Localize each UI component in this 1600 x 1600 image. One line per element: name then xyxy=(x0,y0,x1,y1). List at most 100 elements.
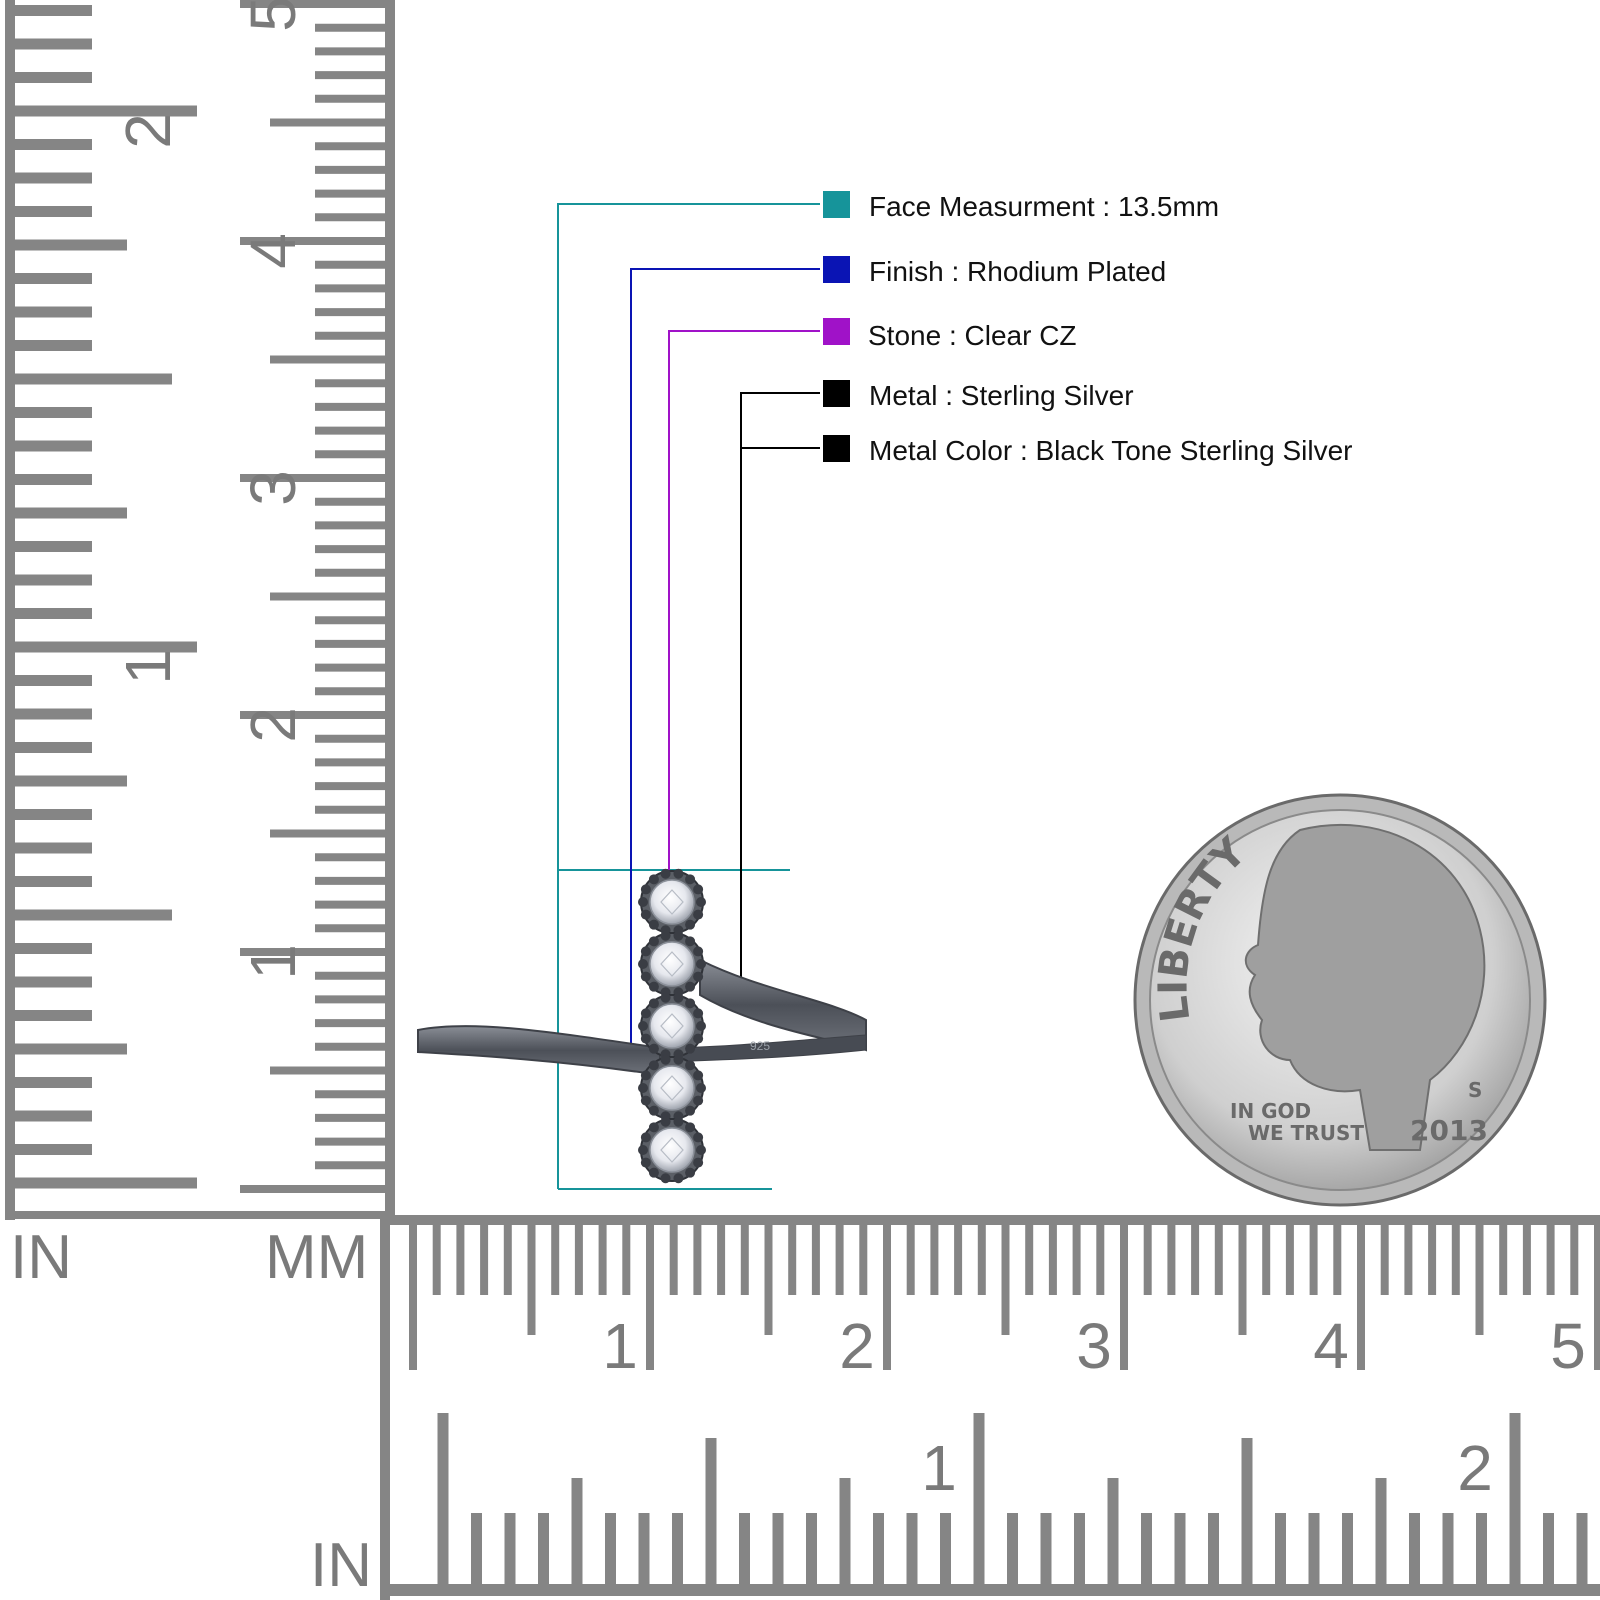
bezel-bead xyxy=(648,1060,659,1071)
ruler-bottom-mm-label: 1 xyxy=(602,1310,638,1382)
cz-stone xyxy=(649,1127,695,1173)
ruler-bottom-in-label: 1 xyxy=(921,1432,957,1504)
stone-facet xyxy=(660,951,684,977)
ruler-bottom-mm-label: 4 xyxy=(1313,1310,1349,1382)
cz-stone xyxy=(649,1065,695,1111)
ruler-bottom-in-label: 2 xyxy=(1457,1432,1493,1504)
coin-motto-line2: WE TRUST xyxy=(1248,1121,1364,1145)
bezel-bead xyxy=(640,1033,651,1044)
bezel-bead xyxy=(693,946,704,957)
bezel-bead xyxy=(693,1157,704,1168)
bezel-bead xyxy=(660,992,671,1003)
ruler-unit-in-left: IN xyxy=(10,1223,72,1292)
bezel-bead xyxy=(673,868,684,879)
metal-color-swatch xyxy=(823,435,850,462)
bezel-bead xyxy=(640,1008,651,1019)
ruler-left-mm-label: 5 xyxy=(237,0,309,32)
bezel-bead xyxy=(660,1054,671,1065)
bezel-bead xyxy=(648,919,659,930)
ruler-left-mm-label: 3 xyxy=(237,470,309,506)
ruler-unit-mm: MM xyxy=(265,1223,369,1292)
metal-swatch xyxy=(823,380,850,407)
bezel-bead xyxy=(693,1132,704,1143)
bezel-bead xyxy=(696,1145,706,1155)
bezel-bead xyxy=(640,909,651,920)
ring-band-shank xyxy=(659,1034,867,1063)
coin-mint-mark: S xyxy=(1468,1078,1482,1102)
bezel-bead xyxy=(696,1083,706,1093)
ruler-unit-in-bottom: IN xyxy=(310,1531,372,1600)
stone-facet xyxy=(660,1013,684,1039)
bezel-bead xyxy=(685,1167,696,1178)
bezel-bead xyxy=(648,1167,659,1178)
metal-color-label: Metal Color : Black Tone Sterling Silver xyxy=(869,435,1353,466)
bezel-bead xyxy=(638,897,648,907)
bezel-bead xyxy=(660,1173,671,1184)
bezel-bead xyxy=(685,1043,696,1054)
bezel-bead xyxy=(693,1008,704,1019)
bezel-bead xyxy=(638,1021,648,1031)
bezel-bead xyxy=(648,998,659,1009)
bezel-bead xyxy=(673,1116,684,1127)
bezel-bead xyxy=(640,1157,651,1168)
stone-label: Stone : Clear CZ xyxy=(868,320,1077,351)
face-measurement-label: Face Measurment : 13.5mm xyxy=(869,191,1220,222)
cz-stone xyxy=(649,941,695,987)
stone-facet xyxy=(660,1075,684,1101)
stone-facet xyxy=(660,889,684,915)
bezel-bead xyxy=(673,1173,684,1184)
bezel-bead xyxy=(640,946,651,957)
finish-leader xyxy=(630,268,820,1050)
bezel-bead xyxy=(648,1105,659,1116)
ring: 925 xyxy=(417,868,867,1184)
cz-stone xyxy=(649,879,695,925)
stone-swatch xyxy=(823,318,850,345)
bezel-bead xyxy=(693,909,704,920)
bezel-bead xyxy=(640,1132,651,1143)
bezel-bead xyxy=(685,998,696,1009)
bezel-bead xyxy=(648,1122,659,1133)
stone-column xyxy=(638,868,706,1184)
bezel-bead xyxy=(685,1060,696,1071)
bezel-bead xyxy=(673,1054,684,1065)
bezel-bead xyxy=(673,992,684,1003)
bezel-bead xyxy=(693,1070,704,1081)
finish-label: Finish : Rhodium Plated xyxy=(869,256,1167,287)
stone-facet xyxy=(660,1137,684,1163)
ring-stamp: 925 xyxy=(750,1039,770,1053)
ruler-bottom-mm-label: 5 xyxy=(1550,1310,1586,1382)
bezel-bead xyxy=(648,874,659,885)
coin-motto-line1: IN GOD xyxy=(1230,1099,1311,1123)
spec-leader-lines xyxy=(557,203,820,1190)
bezel-bead xyxy=(693,884,704,895)
bezel-bead xyxy=(685,1105,696,1116)
stone-leader xyxy=(668,330,820,900)
coin-year: 2013 xyxy=(1410,1114,1488,1147)
bezel-bead xyxy=(640,1070,651,1081)
finish-swatch xyxy=(823,256,850,283)
ruler-left-mm-label: 4 xyxy=(237,233,309,269)
bezel-bead xyxy=(660,1116,671,1127)
bezel-bead xyxy=(693,1033,704,1044)
face-measurement-leader xyxy=(557,203,820,870)
ruler-bottom-mm-label: 2 xyxy=(839,1310,875,1382)
bezel-bead xyxy=(660,930,671,941)
bezel-bead xyxy=(685,919,696,930)
bezel-bead xyxy=(638,959,648,969)
bezel-bead xyxy=(660,868,671,879)
bezel-bead xyxy=(693,1095,704,1106)
bezel-bead xyxy=(693,971,704,982)
bezel-bead xyxy=(640,884,651,895)
bezel-bead xyxy=(685,981,696,992)
bezel-bead xyxy=(638,1083,648,1093)
metal-leader xyxy=(740,392,820,990)
cz-stone xyxy=(649,1003,695,1049)
bezel-bead xyxy=(685,1122,696,1133)
bezel-bead xyxy=(685,936,696,947)
coin: LIBERTY IN GOD WE TRUST 2013 S xyxy=(1133,793,1547,1207)
ruler-bottom-mm-label: 3 xyxy=(1076,1310,1112,1382)
bezel-bead xyxy=(648,981,659,992)
